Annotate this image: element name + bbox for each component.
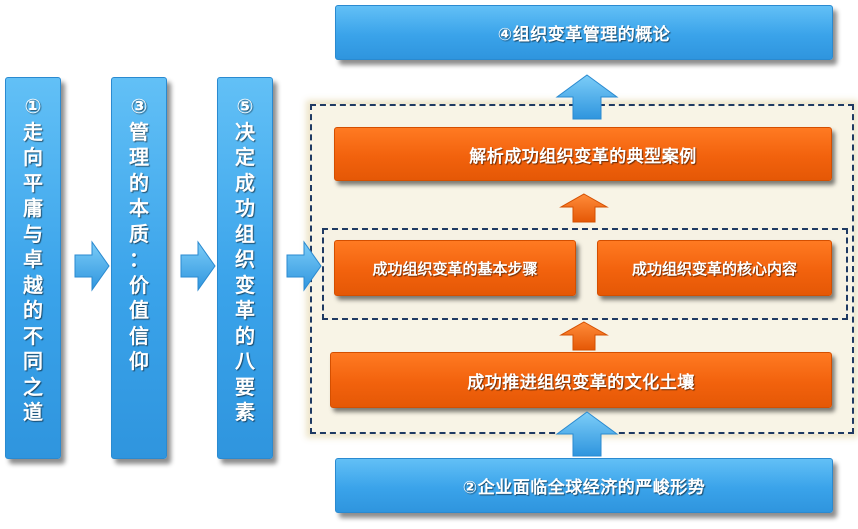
column-char: 道 — [23, 400, 43, 424]
column-char: 之 — [23, 374, 43, 399]
box-change-management-overview: ④组织变革管理的概论 — [335, 5, 833, 60]
column-char: 变 — [235, 272, 255, 297]
column-char: 的 — [23, 298, 43, 322]
column-char: 理 — [129, 145, 149, 169]
column-char: 八 — [235, 349, 255, 373]
column-char: ⑤ — [236, 94, 254, 118]
column-char: 革 — [235, 298, 255, 322]
box-basic-steps: 成功组织变革的基本步骤 — [334, 240, 576, 296]
column-char: 向 — [23, 145, 43, 169]
column-char: 价 — [129, 272, 149, 297]
column-char: 信 — [129, 323, 149, 348]
box-label: 解析成功组织变革的典型案例 — [469, 146, 697, 167]
column-char: 与 — [23, 221, 43, 246]
box-label: 成功推进组织变革的文化土壤 — [467, 372, 695, 393]
box-label: 成功组织变革的核心内容 — [631, 259, 797, 278]
column-char: 平 — [23, 170, 43, 195]
box-typical-cases: 解析成功组织变革的典型案例 — [334, 127, 832, 181]
box-culture-soil: 成功推进组织变革的文化土壤 — [330, 352, 832, 408]
column-char: 本 — [129, 196, 149, 220]
column-char: 卓 — [23, 247, 43, 271]
column-char: 同 — [23, 349, 43, 373]
column-char: 的 — [129, 170, 149, 195]
column-char: 庸 — [23, 196, 43, 220]
column-char: 素 — [235, 400, 255, 424]
column-char: 决 — [235, 119, 255, 144]
column-char: ① — [24, 94, 42, 118]
column-char: 不 — [23, 323, 43, 348]
column-char: 质 — [129, 221, 149, 246]
box-label: ④组织变革管理的概论 — [497, 25, 671, 45]
up-arrow-icon — [559, 321, 609, 351]
column-char: 的 — [235, 323, 255, 348]
box-label: ②企业面临全球经济的严峻形势 — [462, 478, 706, 498]
column-char: ③ — [130, 94, 148, 118]
up-arrow-icon — [555, 411, 619, 457]
right-arrow-icon — [286, 240, 322, 292]
right-arrow-icon — [180, 240, 216, 292]
up-arrow-icon — [555, 74, 619, 120]
column-char: 成 — [235, 170, 255, 195]
column-char: 走 — [23, 119, 43, 144]
right-arrow-icon — [74, 240, 110, 292]
column-char: 值 — [129, 298, 149, 322]
box-label: 成功组织变革的基本步骤 — [372, 259, 538, 278]
column-char: 功 — [235, 196, 255, 220]
column-char: ： — [129, 247, 149, 271]
column-char: 组 — [235, 221, 255, 246]
up-arrow-icon — [559, 193, 609, 223]
column-char: 要 — [235, 374, 255, 399]
box-global-economy-situation: ②企业面临全球经济的严峻形势 — [335, 458, 833, 513]
column-char: 仰 — [129, 349, 149, 373]
box-core-content: 成功组织变革的核心内容 — [597, 240, 832, 296]
column-char: 管 — [129, 119, 149, 144]
column-char: 织 — [235, 247, 255, 271]
column-char: 定 — [235, 145, 255, 169]
column-char: 越 — [23, 272, 43, 297]
